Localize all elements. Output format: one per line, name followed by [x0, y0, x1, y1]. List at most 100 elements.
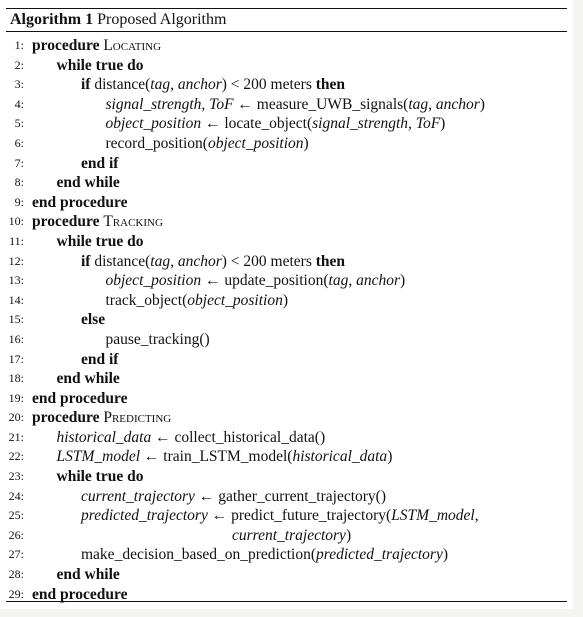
variable: LSTM_model — [391, 507, 475, 525]
line-code: end procedure — [32, 389, 127, 409]
variable: historical_data — [56, 428, 152, 446]
keyword: end procedure — [32, 585, 128, 603]
algorithm-line: 27: make_decision_based_on_prediction(pre… — [0, 545, 573, 565]
line-code: signal_strength, ToF ← measure_UWB_signa… — [106, 95, 485, 115]
code-text: ) — [345, 526, 352, 544]
line-code: end while — [57, 369, 120, 389]
variable: tag, anchor — [328, 272, 400, 290]
procedure-name: Tracking — [103, 213, 163, 231]
algorithm-line: 5:object_position ← locate_object(signal… — [0, 114, 573, 134]
code-text: track_object( — [105, 291, 188, 309]
variable: historical_data — [292, 448, 388, 466]
top-rule — [6, 8, 567, 9]
algorithm-line: 7:end if — [0, 154, 573, 174]
keyword: end if — [81, 154, 119, 172]
line-number: 11: — [9, 233, 24, 248]
variable: tag, anchor — [150, 76, 222, 94]
code-text: distance( — [90, 76, 151, 94]
line-number: 1: — [14, 38, 24, 52]
line-number: 21: — [8, 429, 24, 444]
keyword: if — [81, 76, 91, 94]
variable: signal_strength, ToF — [312, 115, 441, 133]
keyword: end while — [56, 566, 120, 584]
keyword: while true do — [56, 232, 144, 250]
line-code: while true do — [57, 232, 144, 252]
algorithm-line: 21: historical_data ← collect_historical_… — [0, 428, 573, 448]
caption-rule — [6, 31, 567, 32]
algorithm-line: 1: procedure Locating — [0, 36, 573, 56]
line-number: 6: — [14, 135, 24, 150]
code-text: ← collect_historical_data() — [151, 428, 326, 446]
line-number: 8: — [14, 175, 24, 190]
code-text: ) < 200 meters — [221, 252, 316, 270]
code-text: ) — [282, 291, 289, 309]
variable: object_position — [105, 272, 202, 290]
code-text: ← update_position( — [201, 272, 329, 290]
keyword: procedure — [32, 409, 100, 427]
algorithm-line: 16: pause_tracking() — [0, 330, 573, 350]
line-code: LSTM_model ← train_LSTM_model(historical… — [57, 447, 393, 467]
line-code: pause_tracking() — [106, 330, 210, 350]
algorithm-line: 29:end procedure — [0, 585, 573, 605]
code-text: ) — [387, 448, 393, 466]
line-number: 23: — [8, 469, 24, 484]
line-code: object_position ← update_position(tag, a… — [106, 271, 406, 291]
line-number: 9: — [14, 194, 24, 209]
keyword: while true do — [56, 468, 144, 486]
code-text: ← gather_current_trajectory() — [194, 487, 387, 505]
algorithm-line: 9: end procedure — [0, 193, 573, 213]
line-number: 18: — [8, 371, 24, 386]
line-code: record_position(object_position) — [106, 134, 309, 154]
line-number: 22: — [8, 449, 24, 464]
line-code: object_position ← locate_object(signal_s… — [106, 114, 446, 134]
algorithm-box: Algorithm 1 Proposed Algorithm 1:procedu… — [0, 0, 573, 609]
algorithm-line: 17: end if — [0, 350, 573, 370]
variable: object_position — [207, 134, 304, 152]
keyword: if — [81, 252, 91, 270]
algorithm-line: 6: record_position(object_position) — [0, 134, 573, 154]
line-number: 16: — [8, 331, 24, 346]
algorithm-line: 13: object_position ← update_position(tag… — [0, 271, 573, 291]
variable: predicted_trajectory — [81, 507, 208, 525]
code-text: ) < 200 meters — [221, 76, 316, 94]
line-number: 25: — [8, 508, 24, 523]
variable: tag, anchor — [408, 95, 480, 113]
keyword: procedure — [32, 37, 100, 54]
line-code: end if — [81, 350, 118, 370]
line-number: 28: — [8, 567, 24, 582]
algorithm-line: 10:procedure Tracking — [0, 212, 573, 232]
code-text: record_position( — [105, 134, 208, 152]
algorithm-line: 26:current_trajectory) — [0, 526, 573, 546]
procedure-name: Locating — [103, 37, 162, 54]
variable: object_position — [105, 115, 202, 133]
line-code: end if — [81, 154, 118, 174]
algorithm-line: 25: predicted_trajectory ← predict_future… — [0, 506, 573, 526]
line-number: 17: — [8, 351, 24, 366]
line-number: 24: — [8, 488, 24, 503]
variable: tag, anchor — [150, 252, 222, 270]
line-number: 13: — [8, 273, 24, 288]
variable: object_position — [187, 291, 283, 309]
bottom-rule — [6, 601, 567, 602]
line-code: make_decision_based_on_prediction(predic… — [81, 545, 448, 565]
keyword: procedure — [32, 213, 100, 231]
line-code: end while — [57, 173, 120, 193]
variable: current_trajectory — [232, 526, 346, 544]
line-number: 4: — [14, 96, 24, 111]
line-code: predicted_trajectory ← predict_future_tr… — [81, 506, 479, 526]
algorithm-line: 3:if distance(tag, anchor) < 200 meters … — [0, 75, 573, 95]
keyword: end procedure — [32, 389, 128, 407]
line-code: while true do — [57, 56, 144, 76]
variable: LSTM_model — [56, 448, 141, 466]
algorithm-line: 23: while true do — [0, 467, 573, 487]
code-text: , — [474, 507, 479, 525]
keyword: end procedure — [32, 193, 128, 211]
line-number: 3: — [14, 77, 24, 92]
variable: predicted_trajectory — [316, 546, 443, 564]
algorithm-line: 8: end while — [0, 173, 573, 193]
code-text: ) — [303, 134, 309, 152]
code-text: make_decision_based_on_prediction( — [81, 546, 317, 564]
line-number: 15: — [8, 312, 24, 327]
code-text: ← predict_future_trajectory( — [207, 507, 392, 525]
line-number: 27: — [8, 547, 24, 562]
